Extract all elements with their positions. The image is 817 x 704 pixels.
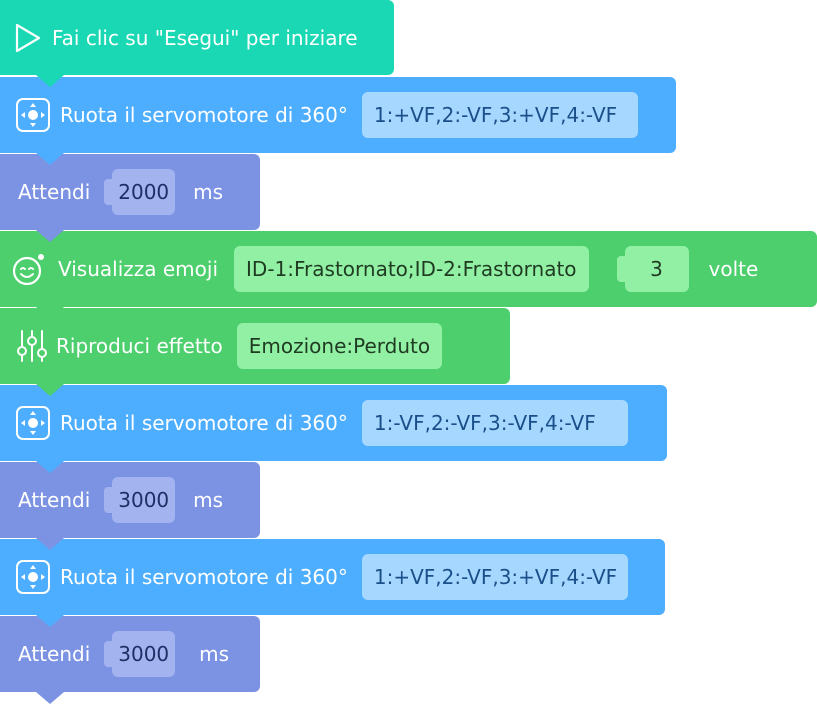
servo-label: Ruota il servomotore di 360°: [60, 411, 348, 435]
wait-block[interactable]: Attendi 3000 ms: [0, 616, 260, 704]
wait-label: Attendi: [18, 642, 91, 666]
wait-label: Attendi: [18, 488, 91, 512]
emoji-value-field[interactable]: ID-1:Frastornato;ID-2:Frastornato: [234, 246, 589, 292]
servo-icon: [16, 98, 50, 132]
servo-rotate-block[interactable]: Ruota il servomotore di 360° 1:-VF,2:-VF…: [0, 385, 667, 473]
wait-value-wrapper: 2000: [104, 169, 176, 215]
servo-icon: [16, 560, 50, 594]
wait-block[interactable]: Attendi 3000 ms: [0, 462, 260, 550]
wait-unit: ms: [193, 488, 224, 512]
wait-unit: ms: [193, 180, 224, 204]
emoji-icon: [10, 250, 48, 288]
start-label: Fai clic su "Esegui" per iniziare: [52, 25, 358, 50]
wait-unit: ms: [199, 642, 230, 666]
start-block[interactable]: Fai clic su "Esegui" per iniziare: [0, 0, 394, 87]
effect-block[interactable]: Riproduci effetto Emozione:Perduto: [0, 308, 510, 396]
wait-value-wrapper: 3000: [104, 631, 176, 677]
emoji-label: Visualizza emoji: [58, 257, 219, 281]
equalizer-icon: [16, 329, 48, 363]
wait-value-field[interactable]: 3000: [112, 477, 176, 523]
emoji-count-wrapper: 3: [616, 246, 689, 292]
servo-value-field[interactable]: 1:+VF,2:-VF,3:+VF,4:-VF: [361, 92, 638, 138]
servo-value-field[interactable]: 1:-VF,2:-VF,3:-VF,4:-VF: [361, 400, 628, 446]
play-icon: [14, 22, 42, 54]
servo-label: Ruota il servomotore di 360°: [60, 103, 348, 127]
servo-rotate-block[interactable]: Ruota il servomotore di 360° 1:+VF,2:-VF…: [0, 77, 676, 165]
wait-value-wrapper: 3000: [104, 477, 176, 523]
emoji-count-field[interactable]: 3: [624, 246, 689, 292]
servo-rotate-block[interactable]: Ruota il servomotore di 360° 1:+VF,2:-VF…: [0, 539, 665, 627]
effect-value-field[interactable]: Emozione:Perduto: [236, 323, 443, 369]
wait-value-field[interactable]: 2000: [112, 169, 176, 215]
wait-block[interactable]: Attendi 2000 ms: [0, 154, 260, 242]
servo-icon: [16, 406, 50, 440]
emoji-block[interactable]: Visualizza emoji ID-1:Frastornato;ID-2:F…: [0, 231, 817, 319]
emoji-suffix: volte: [708, 257, 759, 281]
effect-label: Riproduci effetto: [56, 334, 223, 358]
servo-value-field[interactable]: 1:+VF,2:-VF,3:+VF,4:-VF: [361, 554, 628, 600]
servo-label: Ruota il servomotore di 360°: [60, 565, 348, 589]
wait-label: Attendi: [18, 180, 91, 204]
wait-value-field[interactable]: 3000: [112, 631, 176, 677]
